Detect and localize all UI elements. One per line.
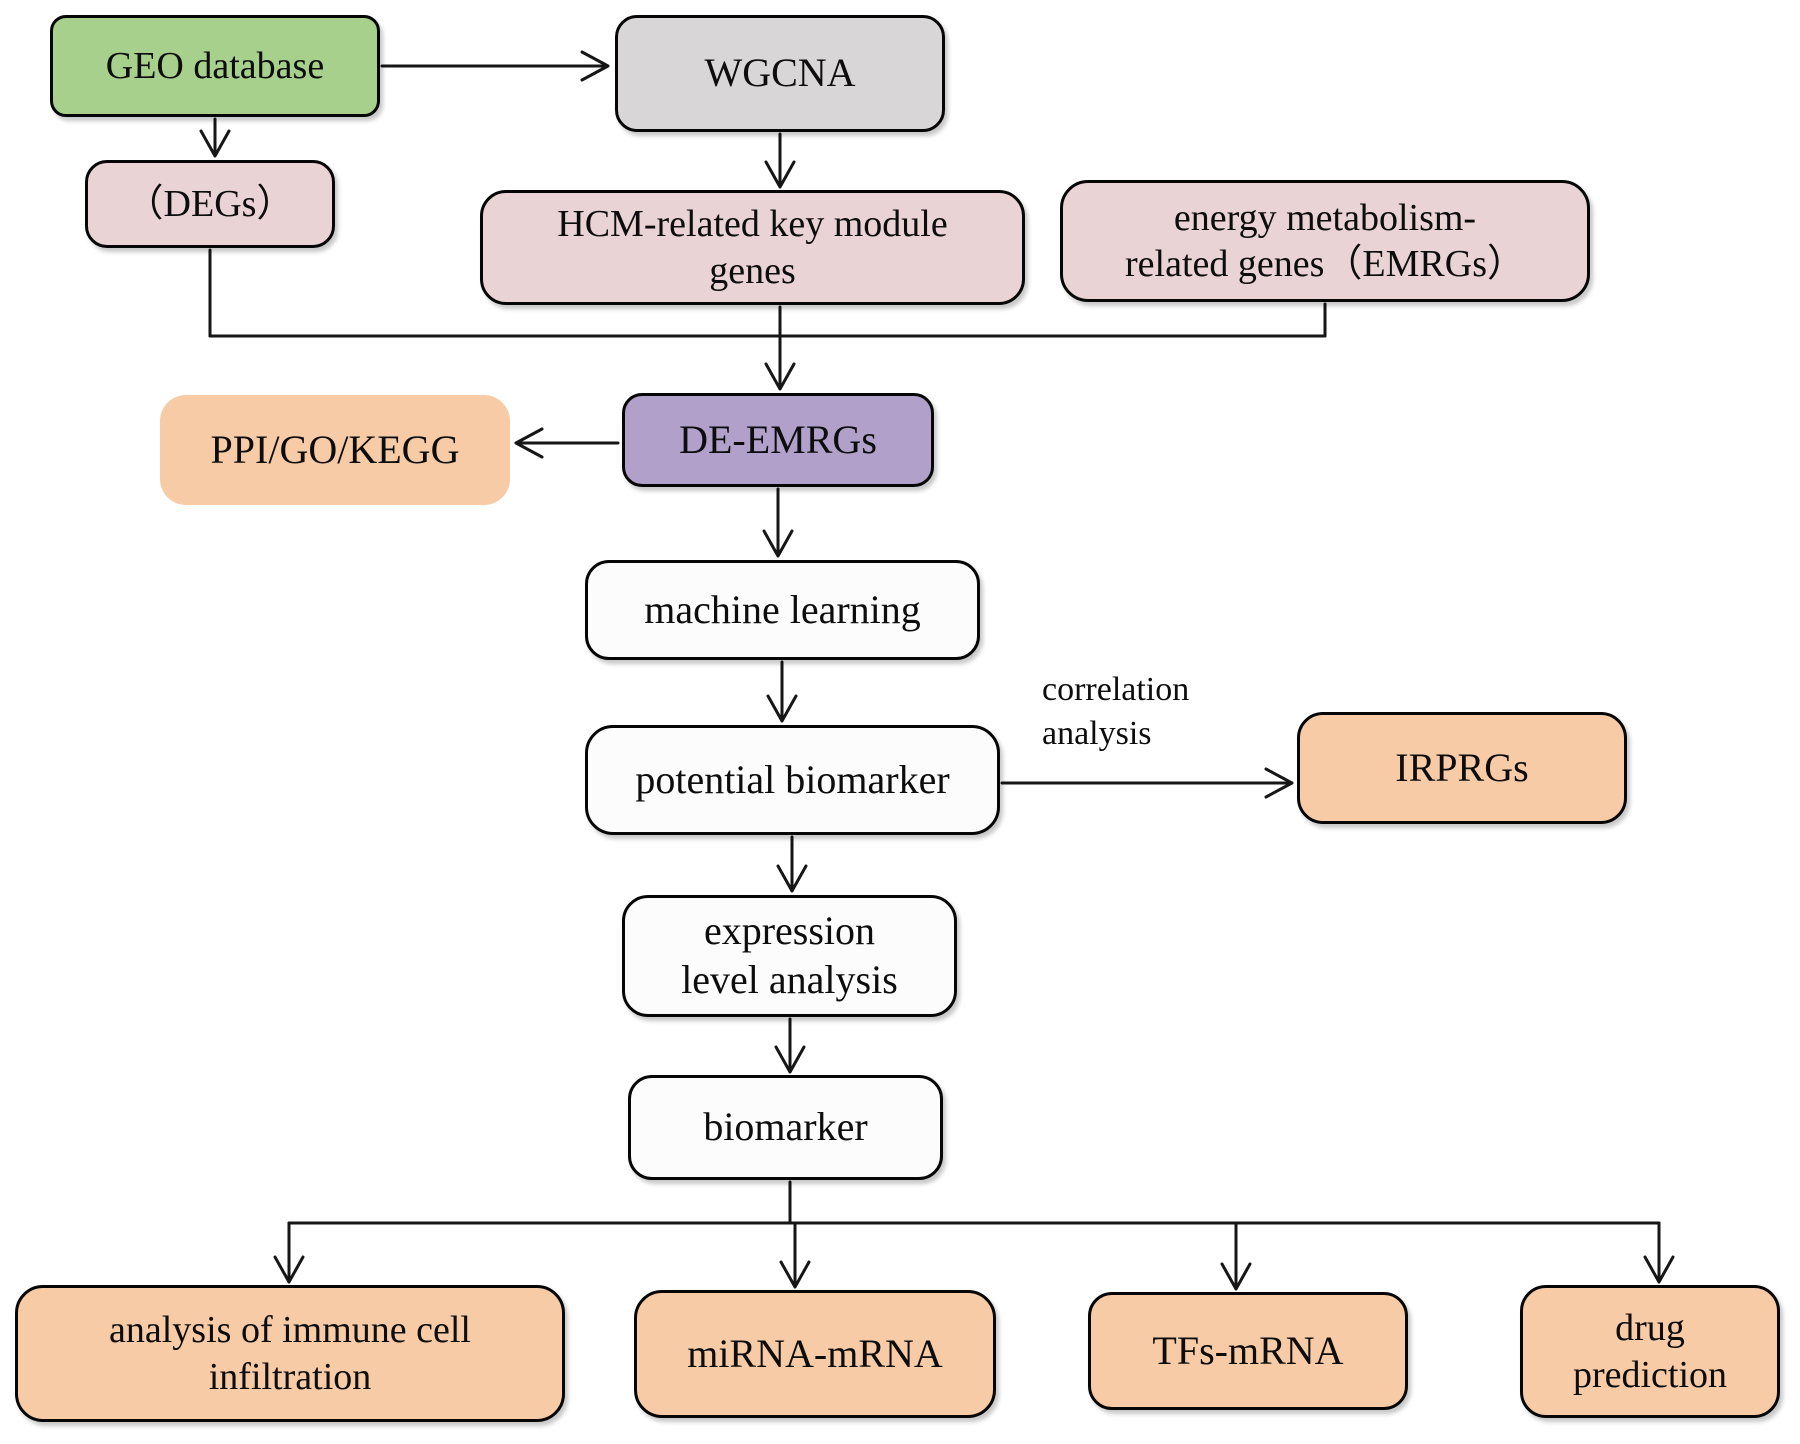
arrowhead-down-drug bbox=[1643, 1255, 1675, 1284]
node-immune-cell-infiltration: analysis of immune cell infiltration bbox=[15, 1285, 565, 1422]
arrowhead-down-tfs bbox=[1220, 1262, 1252, 1291]
arrowhead-down-potential bbox=[766, 694, 798, 723]
arrowhead-down-expr bbox=[776, 864, 808, 893]
arrowhead-down-degs bbox=[199, 129, 231, 158]
arrowhead-down-mirna bbox=[779, 1260, 811, 1289]
node-hcm-key-module-genes: HCM-related key module genes bbox=[480, 190, 1025, 305]
node-machine-learning: machine learning bbox=[585, 560, 980, 660]
node-wgcna: WGCNA bbox=[615, 15, 945, 132]
arrowhead-down-biomarker bbox=[774, 1045, 806, 1074]
arrowhead-down-de-emrgs bbox=[764, 362, 796, 391]
node-mirna-mrna: miRNA-mRNA bbox=[634, 1290, 996, 1418]
node-expression-level-analysis: expression level analysis bbox=[622, 895, 957, 1017]
node-drug-prediction: drug prediction bbox=[1520, 1285, 1780, 1418]
node-irprgs: IRPRGs bbox=[1297, 712, 1627, 824]
arrowhead-right-irprgs bbox=[1264, 767, 1294, 799]
arrowhead-right-wgcna bbox=[580, 50, 610, 82]
node-geo-database: GEO database bbox=[50, 15, 380, 117]
node-energy-metabolism-genes: energy metabolism- related genes（EMRGs） bbox=[1060, 180, 1590, 302]
node-degs: （DEGs） bbox=[85, 160, 335, 248]
node-ppi-go-kegg: PPI/GO/KEGG bbox=[160, 395, 510, 505]
arrowhead-down-hcm bbox=[764, 160, 796, 189]
edge-label-correlation-analysis: correlation analysis bbox=[1042, 671, 1190, 752]
node-tfs-mrna: TFs-mRNA bbox=[1088, 1292, 1408, 1410]
node-de-emrgs: DE-EMRGs bbox=[622, 393, 934, 487]
arrowhead-down-ml bbox=[762, 529, 794, 558]
arrowhead-left-ppi bbox=[514, 427, 544, 459]
node-biomarker: biomarker bbox=[628, 1075, 943, 1180]
arrowhead-down-immune bbox=[273, 1255, 305, 1284]
node-potential-biomarker: potential biomarker bbox=[585, 725, 1000, 835]
